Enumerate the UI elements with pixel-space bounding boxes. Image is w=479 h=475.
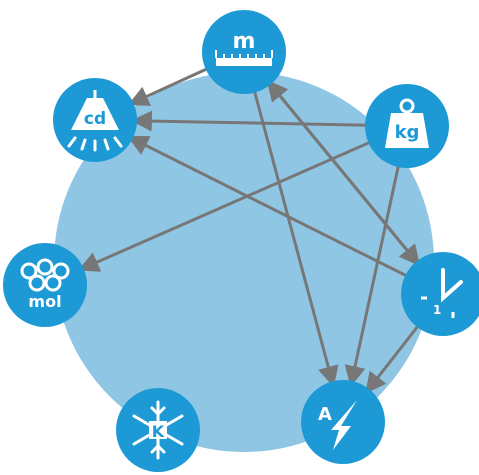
- clock-icon: 1: [421, 268, 463, 318]
- unit-node-second: 1: [401, 252, 479, 336]
- unit-node-mole: mol: [3, 243, 87, 327]
- molecules-icon: [20, 258, 70, 292]
- arrow-kilogram-to-ampere: [344, 151, 403, 387]
- unit-label-kilogram: kg: [395, 122, 420, 143]
- unit-label-kelvin: K: [152, 422, 165, 441]
- unit-node-kelvin: K: [116, 388, 200, 472]
- unit-label-mole: mol: [28, 292, 61, 311]
- arrow-second-to-ampere: [365, 313, 429, 394]
- arrow-kilogram-to-candela: [130, 110, 382, 132]
- clock-numeral: 1: [433, 303, 441, 317]
- unit-label-ampere: A: [318, 404, 332, 425]
- arrow-second-to-candela: [127, 135, 421, 284]
- unit-node-metre: m: [202, 10, 286, 94]
- unit-node-ampere: A: [301, 380, 385, 464]
- ruler-icon: [215, 50, 273, 66]
- kelvin-label-box: [149, 421, 167, 439]
- arrow-metre-to-candela: [127, 61, 221, 106]
- unit-node-candela: cd: [53, 78, 137, 162]
- unit-label-metre: m: [233, 29, 256, 54]
- arrow-metre-to-second: [259, 71, 421, 267]
- arrow-metre-to-ampere: [249, 76, 339, 388]
- lightning-icon: [331, 400, 357, 450]
- lamp-icon: [67, 90, 123, 152]
- unit-node-kilogram: kg: [365, 84, 449, 168]
- dependency-arrows: [77, 61, 429, 394]
- weight-icon: [385, 98, 429, 148]
- unit-label-candela: cd: [84, 109, 106, 129]
